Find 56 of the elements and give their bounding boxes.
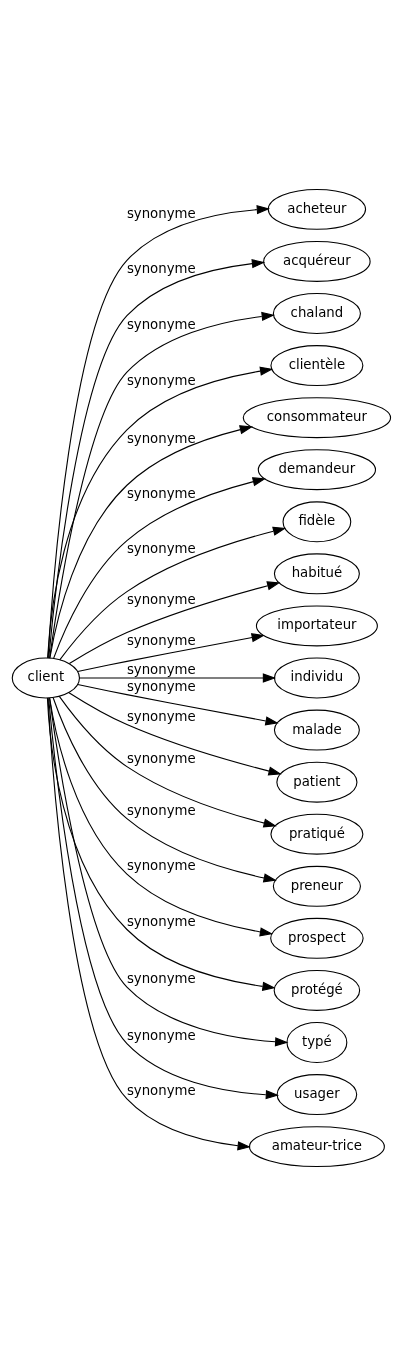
node-ellipse: pratiqué: [270, 813, 364, 855]
edge-label: synonyme: [126, 205, 196, 221]
arrow: [53, 476, 266, 659]
edge-label: synonyme: [126, 661, 196, 677]
node-ellipse: malade: [273, 709, 360, 751]
edge-label: synonyme: [126, 430, 196, 446]
node-ellipse: acheteur: [267, 188, 367, 230]
arrow: [77, 632, 265, 672]
edge-label: synonyme: [126, 1027, 196, 1043]
node-ellipse: preneur: [272, 865, 361, 907]
node-ellipse: chaland: [272, 292, 361, 334]
arrow: [68, 691, 282, 776]
edge-label: synonyme: [126, 372, 196, 388]
edge-label: synonyme: [126, 260, 196, 276]
arrow: [49, 424, 254, 659]
edge-label: synonyme: [126, 316, 196, 332]
node-ellipse: individu: [273, 657, 360, 698]
arrow: [49, 696, 274, 936]
node-ellipse: typé: [286, 1021, 348, 1063]
edge-label: synonyme: [126, 708, 196, 724]
arrow: [52, 696, 277, 882]
edge-label: synonyme: [126, 591, 196, 607]
node-ellipse: clientèle: [270, 344, 364, 386]
node-ellipse: importateur: [255, 604, 378, 646]
node-ellipse: protégé: [273, 969, 361, 1011]
node-ellipse: usager: [276, 1073, 358, 1115]
node-ellipse: consommateur: [242, 396, 392, 438]
arrow: [77, 683, 279, 725]
edge-label: synonyme: [126, 540, 196, 556]
arrow: [46, 697, 276, 991]
node-ellipse: patient: [276, 761, 358, 803]
edge-label: synonyme: [126, 1082, 196, 1098]
arrow: [59, 526, 287, 660]
arrow: [47, 697, 251, 1150]
edge-label: synonyme: [126, 485, 196, 501]
node-ellipse: prospect: [270, 917, 364, 959]
arrow: [78, 672, 277, 683]
edge-label: synonyme: [126, 678, 196, 694]
edge-label: synonyme: [126, 632, 196, 648]
arrow: [49, 697, 289, 1046]
node-ellipse: client: [11, 657, 80, 698]
edge-label: synonyme: [126, 750, 196, 766]
edge-label: synonyme: [126, 913, 196, 929]
edge-label: synonyme: [126, 970, 196, 986]
arrow: [47, 366, 274, 658]
node-ellipse: habitué: [273, 552, 360, 594]
node-ellipse: amateur-trice: [248, 1125, 385, 1167]
arrow: [58, 695, 277, 828]
edge-label: synonyme: [126, 802, 196, 818]
arrow: [68, 580, 281, 664]
arrow: [48, 697, 280, 1099]
node-ellipse: demandeur: [257, 448, 377, 490]
node-ellipse: fidèle: [282, 500, 352, 542]
arrow: [49, 311, 275, 659]
node-ellipse: acquéreur: [263, 240, 371, 282]
edge-label: synonyme: [126, 857, 196, 873]
